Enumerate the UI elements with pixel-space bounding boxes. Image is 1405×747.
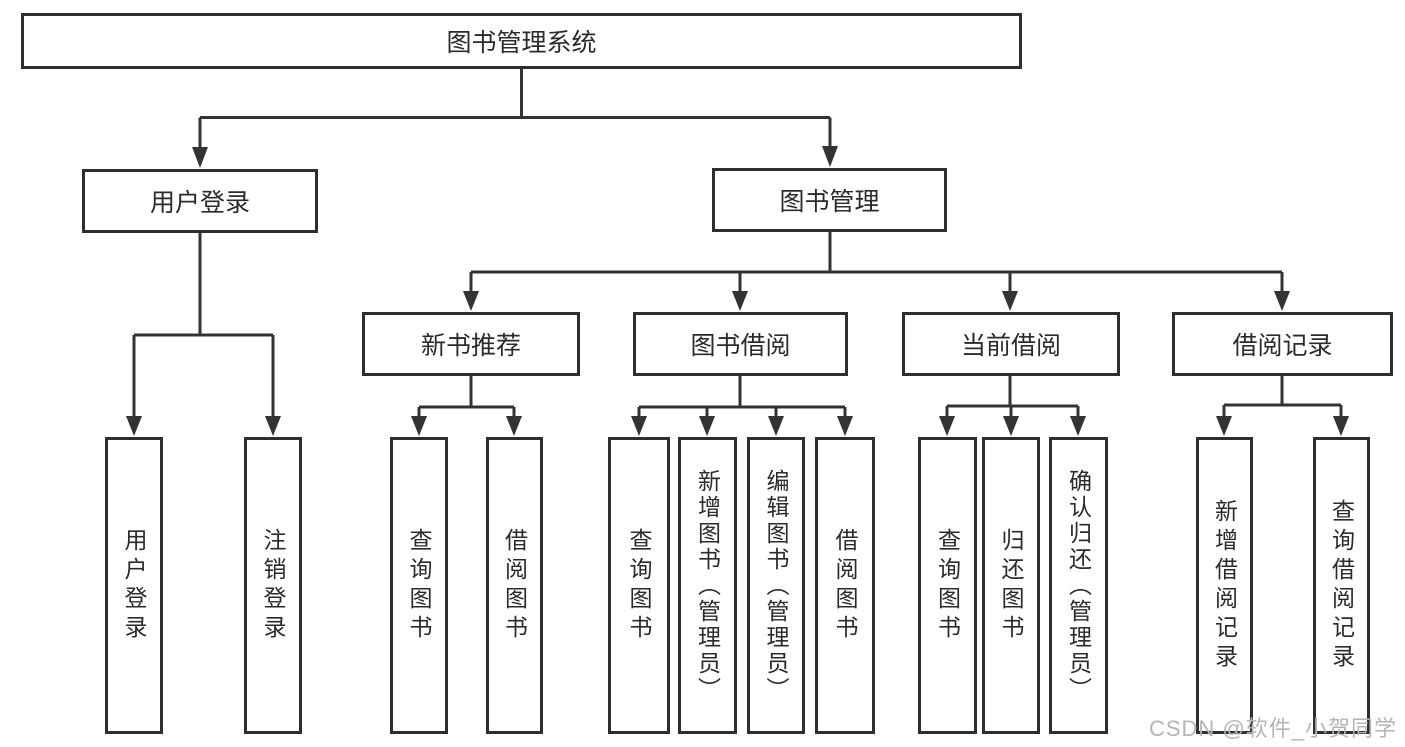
node-leaf-query-book-c-label: 查询图书 — [934, 527, 961, 644]
arrowhead — [837, 416, 853, 436]
node-leaf-user-login: 用户登录 — [105, 437, 163, 734]
csdn-watermark: CSDN @软件_小贺同学 — [1148, 716, 1397, 741]
arrowhead — [939, 416, 955, 436]
arrowhead — [411, 416, 427, 436]
node-leaf-query-book-b-label: 查询图书 — [626, 527, 652, 644]
node-borrow-records-label: 借阅记录 — [1232, 332, 1333, 360]
arrowhead — [768, 416, 784, 436]
node-leaf-query-book-b: 查询图书 — [608, 437, 670, 734]
node-book-borrow-label: 图书借阅 — [690, 332, 791, 360]
node-book-mgmt-label: 图书管理 — [779, 188, 880, 216]
node-root: 图书管理系统 — [21, 13, 1022, 69]
node-leaf-borrow-book-b-label: 借阅图书 — [832, 527, 858, 644]
node-leaf-add-record-label: 新增借阅记录 — [1211, 498, 1238, 673]
arrowhead — [732, 291, 748, 311]
node-leaf-query-record-label: 查询借阅记录 — [1328, 498, 1355, 673]
node-leaf-user-login-label: 用户登录 — [121, 527, 147, 644]
node-leaf-confirm-return: 确认归还（管理员） — [1049, 437, 1108, 734]
connector-root-to-level2 — [192, 69, 838, 168]
node-leaf-logout-label: 注销登录 — [260, 527, 286, 644]
node-new-book-rec: 新书推荐 — [362, 312, 580, 376]
node-leaf-borrow-book-b: 借阅图书 — [815, 437, 875, 734]
node-root-label: 图书管理系统 — [446, 29, 597, 57]
connector-borrow-records-to-leaves — [1216, 376, 1349, 436]
node-leaf-confirm-return-label: 确认归还（管理员） — [1065, 468, 1092, 703]
arrowhead — [126, 416, 142, 436]
node-leaf-edit-book: 编辑图书（管理员） — [747, 437, 805, 734]
node-leaf-add-book: 新增图书（管理员） — [678, 437, 737, 734]
connector-book-borrow-to-leaves — [631, 376, 853, 436]
node-leaf-query-record: 查询借阅记录 — [1313, 437, 1370, 734]
arrowhead — [1003, 416, 1019, 436]
arrowhead — [463, 291, 479, 311]
node-leaf-return-book-label: 归还图书 — [998, 527, 1024, 644]
arrowhead — [631, 416, 647, 436]
arrowhead — [1002, 291, 1018, 311]
connector-user-login-to-leaves — [126, 233, 281, 436]
connector-book-mgmt-to-level3 — [463, 232, 1290, 311]
arrowhead — [1216, 416, 1232, 436]
node-leaf-borrow-book-a-label: 借阅图书 — [501, 527, 528, 644]
arrowhead — [192, 147, 208, 168]
node-leaf-query-book-a: 查询图书 — [390, 437, 448, 734]
node-leaf-add-book-label: 新增图书（管理员） — [694, 468, 721, 703]
node-leaf-logout: 注销登录 — [244, 437, 302, 734]
arrowhead — [822, 146, 838, 167]
connector-new-book-rec-to-leaves — [411, 376, 522, 436]
node-new-book-rec-label: 新书推荐 — [420, 332, 521, 360]
arrowhead — [1070, 416, 1086, 436]
arrowhead — [265, 416, 281, 436]
node-current-borrow-label: 当前借阅 — [960, 332, 1061, 360]
arrowhead — [699, 416, 715, 436]
node-leaf-query-book-c: 查询图书 — [918, 437, 977, 734]
node-book-borrow: 图书借阅 — [633, 312, 848, 376]
arrowhead — [506, 416, 522, 436]
arrowhead — [1333, 416, 1349, 436]
node-leaf-return-book: 归还图书 — [982, 437, 1040, 734]
node-leaf-query-book-a-label: 查询图书 — [406, 527, 432, 644]
arrowhead — [1274, 291, 1290, 311]
node-user-login: 用户登录 — [82, 169, 318, 233]
connector-current-borrow-to-leaves — [939, 376, 1086, 436]
node-current-borrow: 当前借阅 — [902, 312, 1120, 376]
node-book-mgmt: 图书管理 — [712, 168, 947, 232]
node-leaf-borrow-book-a: 借阅图书 — [486, 437, 543, 734]
node-borrow-records: 借阅记录 — [1172, 312, 1393, 376]
node-leaf-edit-book-label: 编辑图书（管理员） — [763, 468, 789, 703]
node-leaf-add-record: 新增借阅记录 — [1196, 437, 1253, 734]
node-user-login-label: 用户登录 — [149, 189, 250, 217]
